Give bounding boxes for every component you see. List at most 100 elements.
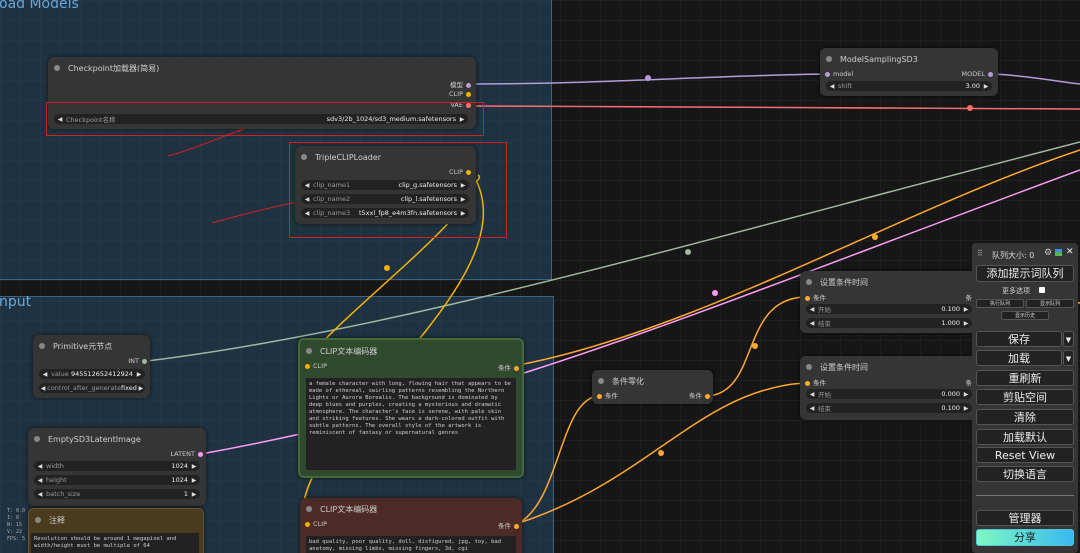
close-icon[interactable]: ✕ xyxy=(1066,247,1074,257)
collapse-dot-icon[interactable] xyxy=(826,56,832,62)
node-conditioning-zero-out[interactable]: 条件零化 条件 条件 xyxy=(592,370,713,404)
collapse-dot-icon[interactable] xyxy=(806,364,812,370)
link-cond-zero xyxy=(708,296,805,397)
collapse-dot-icon[interactable] xyxy=(806,279,812,285)
output-conditioning[interactable]: 条件 xyxy=(498,362,522,372)
collapse-dot-icon[interactable] xyxy=(39,343,45,349)
node-title[interactable]: 注释 xyxy=(29,509,203,531)
output-latent[interactable]: LATENT xyxy=(170,450,206,458)
node-checkpoint-loader[interactable]: Checkpoint加载器(简易) 模型 CLIP VAE ◀Checkpoin… xyxy=(48,57,476,129)
link-midpoint xyxy=(712,290,718,296)
drag-handle-icon[interactable]: ⠿ xyxy=(977,249,983,258)
output-vae[interactable]: VAE xyxy=(450,101,474,109)
input-clip[interactable]: CLIP xyxy=(302,362,327,370)
node-title[interactable]: Primitive元节点 xyxy=(33,335,150,357)
queue-size-label: 队列大小: 0 xyxy=(992,251,1035,260)
settings-gear-icon[interactable]: ⚙ xyxy=(1044,248,1053,258)
collapse-dot-icon[interactable] xyxy=(306,348,312,354)
node-title[interactable]: Checkpoint加载器(简易) xyxy=(48,57,476,79)
show-history-button[interactable]: 显示历史 xyxy=(1001,311,1049,320)
comfy-menu-panel[interactable]: ⠿ 队列大小: 0 ⚙ ✕ 添加提示词队列 更多选项 执行队列 显示队列 显示历… xyxy=(972,243,1078,553)
output-model[interactable]: MODEL xyxy=(962,70,996,78)
refresh-button[interactable]: 重刷新 xyxy=(976,370,1074,386)
arrow-right-icon: ▶ xyxy=(459,115,465,123)
save-dropdown[interactable]: ▼ xyxy=(1063,331,1074,347)
switch-language-button[interactable]: 切换语言 xyxy=(976,466,1074,482)
output-conditioning[interactable]: 条件 xyxy=(689,390,713,400)
share-button[interactable]: 分享 xyxy=(976,529,1074,546)
output-model[interactable]: 模型 xyxy=(450,79,474,89)
collapse-dot-icon[interactable] xyxy=(306,506,312,512)
reset-view-button[interactable]: Reset View xyxy=(976,447,1074,463)
link-model-out xyxy=(994,73,1080,85)
link-cond-neg-b xyxy=(518,382,805,524)
view-history-button[interactable]: 显示队列 xyxy=(1026,299,1074,308)
node-title[interactable]: EmptySD3LatentImage xyxy=(28,428,206,450)
negative-prompt-textarea[interactable]: bad quality, poor quality, doll, disfigu… xyxy=(306,536,516,553)
node-title[interactable]: ModelSamplingSD3 xyxy=(820,48,998,70)
extra-options-checkbox[interactable] xyxy=(1039,287,1045,293)
prompt-textarea[interactable]: a female character with long, flowing ha… xyxy=(306,378,516,470)
load-button[interactable]: 加载 xyxy=(976,350,1062,366)
output-conditioning[interactable]: 条 xyxy=(965,379,973,387)
input-clip[interactable]: CLIP xyxy=(302,520,327,528)
node-title[interactable]: CLIP文本编码器 xyxy=(300,498,522,520)
clipspace-button[interactable]: 剪贴空间 xyxy=(976,389,1074,405)
clear-button[interactable]: 清除 xyxy=(976,409,1074,425)
output-conditioning[interactable]: 条件 xyxy=(498,520,522,530)
input-conditioning[interactable]: 条件 xyxy=(594,390,618,400)
collapse-dot-icon[interactable] xyxy=(301,154,307,160)
input-conditioning[interactable]: 条件 xyxy=(802,292,826,302)
input-conditioning[interactable]: 条件 xyxy=(802,377,826,387)
node-title[interactable]: 设置条件时间 xyxy=(800,271,980,293)
output-int[interactable]: INT xyxy=(128,357,150,365)
queue-prompt-button[interactable]: 添加提示词队列 xyxy=(976,265,1074,282)
output-conditioning[interactable]: 条 xyxy=(965,294,973,302)
load-dropdown[interactable]: ▼ xyxy=(1063,350,1074,366)
node-title[interactable]: TripleCLIPLoader xyxy=(295,146,476,168)
output-clip[interactable]: CLIP xyxy=(449,90,474,98)
collapse-dot-icon[interactable] xyxy=(54,65,60,71)
collapse-dot-icon[interactable] xyxy=(35,517,41,523)
output-clip[interactable]: CLIP xyxy=(449,168,474,176)
collapse-dot-icon[interactable] xyxy=(598,378,604,384)
node-title[interactable]: 条件零化 xyxy=(592,370,713,392)
node-note[interactable]: 注释 Resolution should be around 1 megapix… xyxy=(28,508,204,553)
panel-divider xyxy=(976,495,1074,496)
view-queue-button[interactable]: 执行队列 xyxy=(976,299,1024,308)
link-midpoint xyxy=(752,343,758,349)
collapse-dot-icon[interactable] xyxy=(34,436,40,442)
note-textarea[interactable]: Resolution should be around 1 megapixel … xyxy=(31,533,199,553)
node-title[interactable]: 设置条件时间 xyxy=(800,356,980,378)
group-load-models[interactable]: oad Models xyxy=(0,0,552,280)
node-title[interactable]: CLIP文本编码器 xyxy=(300,340,522,362)
node-clip-text-encode-positive[interactable]: CLIP文本编码器 CLIP 条件 a female character wit… xyxy=(298,338,524,478)
node-clip-text-encode-negative[interactable]: CLIP文本编码器 CLIP 条件 bad quality, poor qual… xyxy=(300,498,522,553)
input-model[interactable]: model xyxy=(822,70,853,78)
save-button[interactable]: 保存 xyxy=(976,331,1062,347)
load-default-button[interactable]: 加载默认 xyxy=(976,429,1074,445)
image-icon[interactable] xyxy=(1055,249,1062,256)
manager-button[interactable]: 管理器 xyxy=(976,510,1074,526)
